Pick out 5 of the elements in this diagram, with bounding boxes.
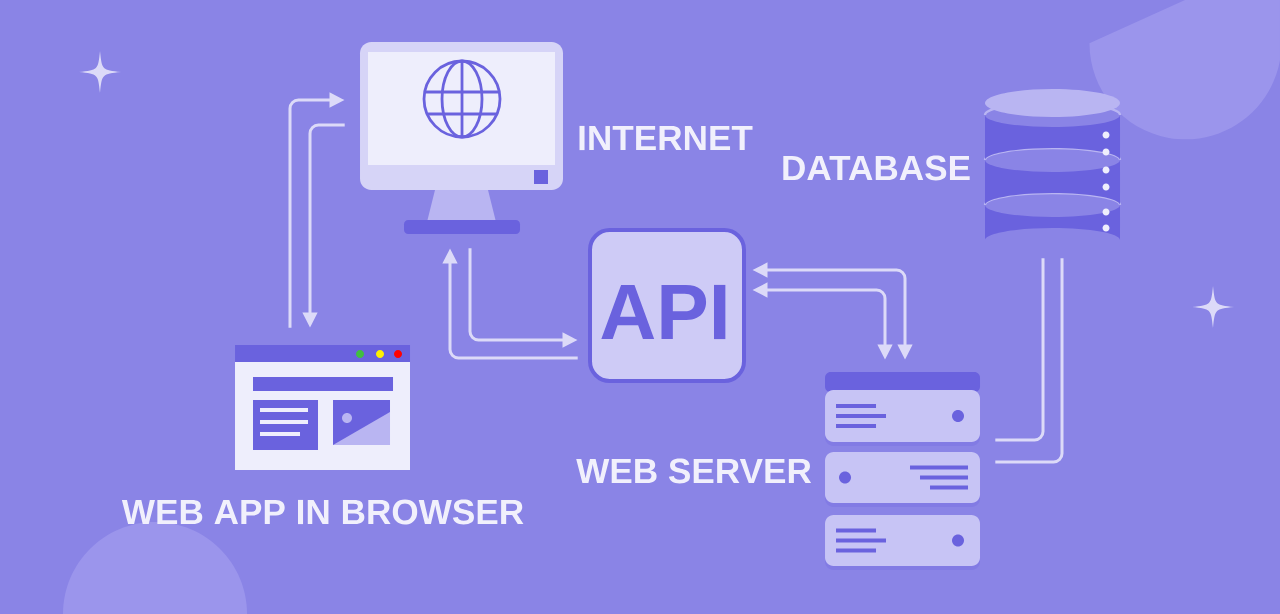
node-label: WEB APP IN BROWSER [121,499,524,525]
node-label: WEB SERVER [576,458,812,484]
api-label: API [601,284,726,340]
node-label: DATABASE [783,155,970,181]
node-label: INTERNET [579,125,753,151]
